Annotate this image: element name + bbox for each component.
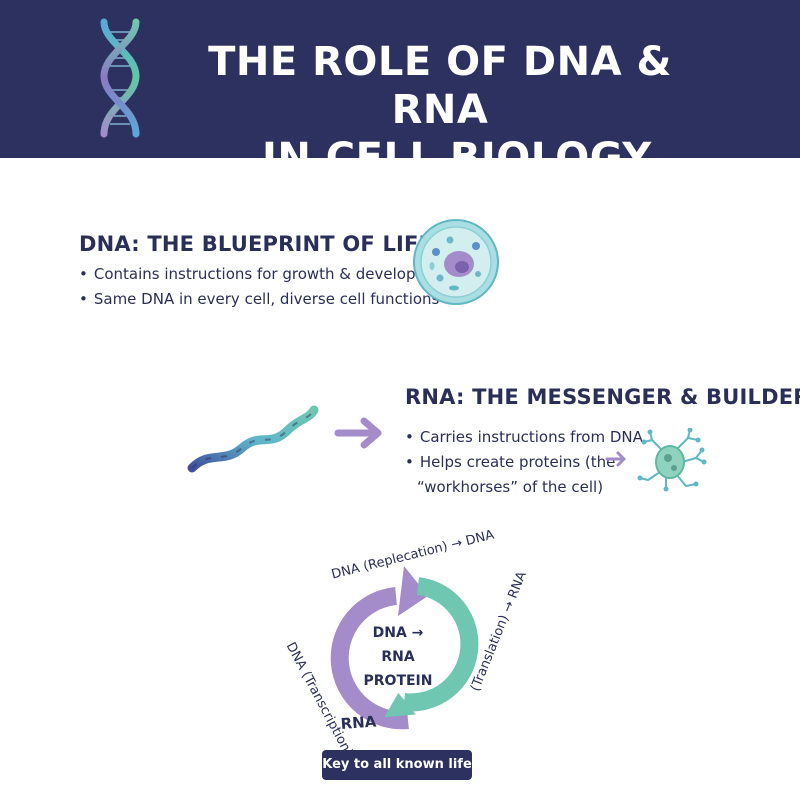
dna-section-heading: DNA: THE BLUEPRINT OF LIFE <box>79 232 434 256</box>
rna-bullet-list: Carries instructions from DNA Helps crea… <box>405 425 643 500</box>
rna-strand-icon <box>187 405 319 473</box>
dna-rna-protein-cycle-diagram <box>330 566 479 730</box>
list-item: Same DNA in every cell, diverse cell fun… <box>79 287 455 312</box>
rna-section-heading: RNA: THE MESSENGER & BUILDER <box>405 385 800 409</box>
cycle-label-rna-text: RNA <box>340 712 377 733</box>
dna-bullet-list: Contains instructions for growth & devel… <box>79 262 455 312</box>
bacterium-icon <box>637 428 707 492</box>
title-line-1: THE ROLE OF DNA & RNA <box>208 39 672 133</box>
cycle-center-text: DNA → RNA PROTEIN <box>355 621 441 693</box>
list-item: Helps create proteins (the <box>405 450 643 475</box>
dna-helix-icon <box>100 18 140 138</box>
title-line-2: IN CELL BIOLOGY <box>262 135 652 181</box>
list-item: “workhorses” of the cell) <box>417 478 604 496</box>
arrow-right-icon <box>334 417 382 449</box>
list-item: Carries instructions from DNA <box>405 425 643 450</box>
cycle-center-line-1: DNA → RNA <box>372 625 424 665</box>
cycle-center-line-2: PROTEIN <box>363 673 433 689</box>
key-badge: Key to all known life <box>322 750 472 780</box>
small-arrow-right-icon <box>605 451 626 467</box>
cell-icon <box>413 219 499 305</box>
list-item: Contains instructions for growth & devel… <box>79 262 455 287</box>
page-title: THE ROLE OF DNA & RNA IN CELL BIOLOGY <box>170 38 710 182</box>
header-banner: THE ROLE OF DNA & RNA IN CELL BIOLOGY <box>0 0 800 181</box>
cycle-label-rna: RNA <box>340 713 377 733</box>
